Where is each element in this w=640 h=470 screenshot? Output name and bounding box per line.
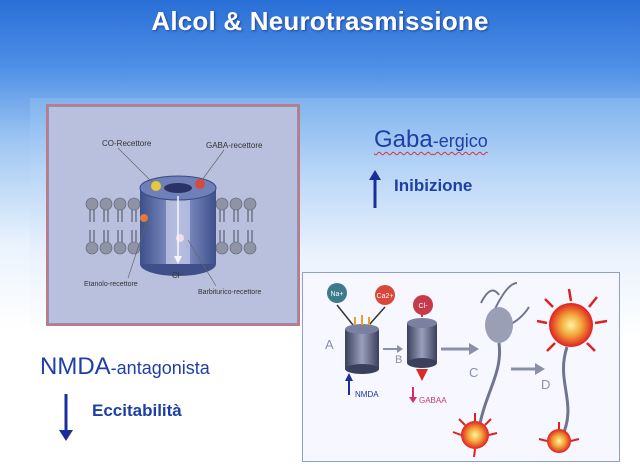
gaba-prefix: Gaba — [374, 126, 433, 153]
gaba-ergico-heading: Gaba-ergico — [374, 126, 488, 154]
svg-text:Cl-: Cl- — [419, 303, 429, 310]
label-nmda: NMDA — [355, 390, 379, 399]
svg-text:Na+: Na+ — [330, 291, 343, 298]
svg-text:Ca2+: Ca2+ — [377, 293, 394, 300]
nmda-antagonista-heading: NMDA-antagonista — [40, 353, 210, 381]
neuron-figure: Na+ Ca2+ Cl- A NMDA B — [302, 272, 620, 462]
receptor-illustration: CO-Recettore GABA-recettore Etanolo-rece… — [84, 139, 263, 296]
label-gaba-a: GABAA — [419, 396, 447, 405]
step-d: D — [541, 377, 550, 392]
receptor-figure: CO-Recettore GABA-recettore Etanolo-rece… — [46, 104, 300, 326]
ion-na — [327, 283, 347, 303]
inibizione-label: Inibizione — [394, 176, 473, 195]
eccitabilita-label: Eccitabilità — [92, 401, 182, 420]
down-arrow-icon — [59, 394, 73, 441]
neuron-2 — [536, 288, 608, 453]
label-barbiturico-recettore: Barbiturico-recettore — [198, 289, 262, 296]
step-c: C — [469, 365, 478, 380]
label-co-recettore: CO-Recettore — [102, 139, 152, 148]
nmda-suffix: -antagonista — [110, 358, 210, 378]
up-arrow-icon — [369, 170, 381, 208]
nmda-prefix: NMDA — [40, 353, 111, 380]
label-gaba-recettore: GABA-recettore — [206, 141, 263, 150]
membrane-bottom — [85, 241, 257, 255]
receptor-channel — [139, 175, 217, 276]
membrane-top — [85, 197, 257, 211]
channel-a — [345, 315, 379, 374]
neuron-1 — [452, 282, 530, 458]
channel-b — [407, 309, 437, 368]
label-etanolo-recettore: Etanolo-recettore — [84, 281, 138, 288]
ion-cl — [413, 295, 433, 315]
step-b: B — [395, 354, 402, 366]
neuron-illustration: Na+ Ca2+ Cl- A NMDA B — [325, 282, 608, 458]
slide-title: Alcol & Neurotrasmissione — [151, 6, 489, 36]
gaba-suffix: -ergico — [432, 131, 488, 151]
ion-ca — [375, 285, 395, 305]
step-a: A — [325, 337, 334, 352]
label-cl: Cl⁻ — [172, 271, 184, 280]
